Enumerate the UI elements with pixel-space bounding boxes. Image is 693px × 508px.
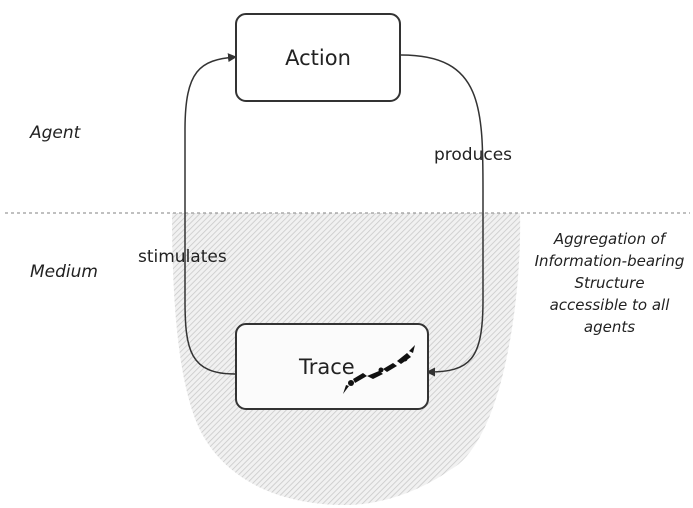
trace-label: Trace <box>299 354 355 379</box>
annotation-line: accessible to all <box>549 296 670 314</box>
annotation-line: Structure <box>574 274 645 292</box>
action-label: Action <box>285 45 351 70</box>
trace-node: Trace <box>235 323 429 410</box>
stimulates-label: stimulates <box>138 247 227 267</box>
annotation-line: agents <box>583 318 636 336</box>
annotation-line: Aggregation of <box>553 230 666 248</box>
stimulates-arrow <box>184 53 237 375</box>
ant-trail-icon <box>343 345 415 394</box>
aggregation-annotation: Aggregation of Information-bearing Struc… <box>522 228 693 338</box>
action-node: Action <box>235 13 401 102</box>
produces-label: produces <box>434 145 513 165</box>
annotation-line: Information-bearing <box>534 252 685 270</box>
agent-layer-label: Agent <box>30 123 81 143</box>
medium-layer-label: Medium <box>30 262 98 282</box>
produces-arrow <box>400 54 484 377</box>
